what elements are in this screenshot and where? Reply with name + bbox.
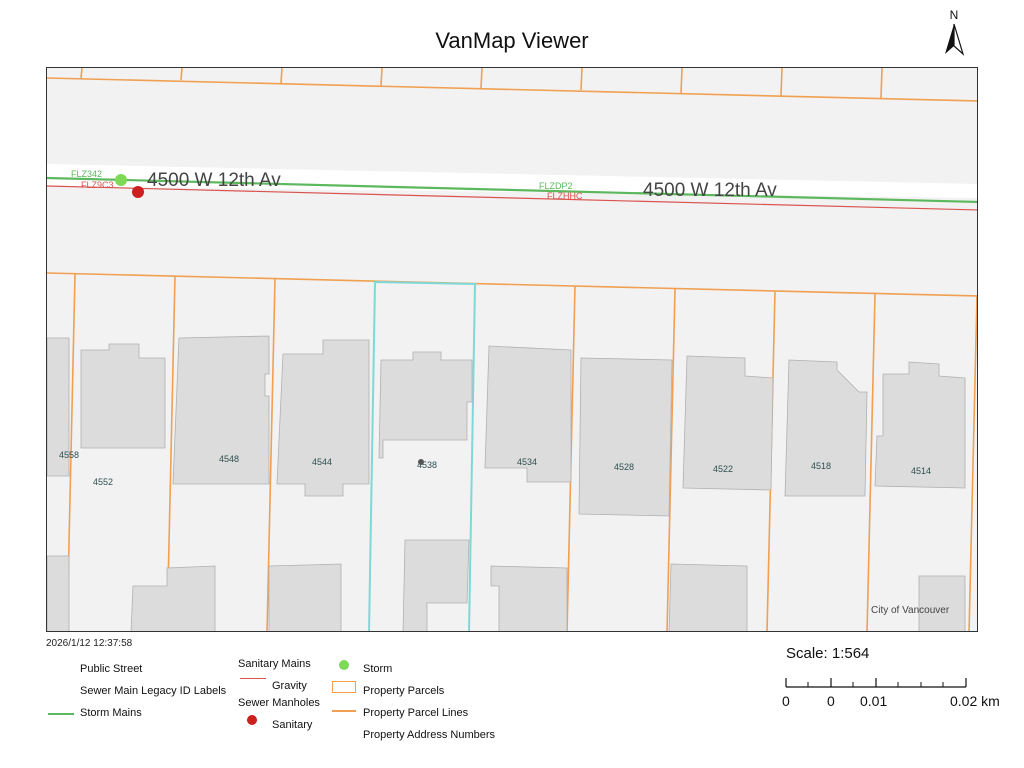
parcel-lines <box>47 272 977 631</box>
address-point-marker <box>418 459 424 465</box>
address-number: 4514 <box>911 466 931 476</box>
attribution: City of Vancouver <box>871 605 950 616</box>
property-parcels-swatch <box>332 681 356 693</box>
north-arrow: N <box>940 8 968 58</box>
legend-sanitary-mains: Sanitary Mains <box>238 658 311 670</box>
sanitary-id-mid: FLZHHC <box>547 191 583 201</box>
map-canvas[interactable]: FLZ342 FLZ9C3 FLZDP2 FLZHHC 4500 W 12th … <box>47 68 978 632</box>
north-label: N <box>949 8 959 22</box>
street-band <box>47 164 977 198</box>
legend-sanitary: Sanitary <box>272 719 313 731</box>
address-number: 4552 <box>93 477 113 487</box>
legend-storm-mains: Storm Mains <box>80 707 142 719</box>
sanitary-manhole[interactable] <box>132 186 144 198</box>
storm-id-left: FLZ342 <box>71 169 102 179</box>
map-view[interactable]: FLZ342 FLZ9C3 FLZDP2 FLZHHC 4500 W 12th … <box>46 67 978 632</box>
sanitary-id-left: FLZ9C3 <box>81 180 114 190</box>
address-number: 4558 <box>59 450 79 460</box>
scale-label: Scale: 1:564 <box>786 645 870 662</box>
address-numbers: 4558 4552 4548 4544 4538 4534 4528 4522 … <box>59 450 931 487</box>
address-number: 4518 <box>811 461 831 471</box>
buildings <box>47 335 966 631</box>
legend-property-parcel-lines: Property Parcel Lines <box>363 707 469 719</box>
scale-bar <box>785 678 967 688</box>
timestamp: 2026/1/12 12:37:58 <box>46 638 133 649</box>
address-number: 4528 <box>614 462 634 472</box>
address-number: 4544 <box>312 457 332 467</box>
legend-public-street: Public Street <box>80 663 143 675</box>
legend-gravity: Gravity <box>272 680 307 692</box>
sanitary-swatch <box>247 715 257 725</box>
north-arrow-icon <box>945 23 965 56</box>
address-number: 4534 <box>517 457 537 467</box>
property-parcel-lines-swatch <box>332 710 356 712</box>
legend-sewer-manholes: Sewer Manholes <box>238 697 320 709</box>
sanitary-main-line[interactable] <box>47 185 978 211</box>
top-parcel-lines <box>47 68 977 102</box>
address-number: 4548 <box>219 454 239 464</box>
scale-tick-label: 0.01 <box>860 693 888 709</box>
address-number: 4538 <box>417 460 437 470</box>
scale-tick-label: 0 <box>827 693 835 709</box>
scale-tick-label: 0 <box>782 693 790 709</box>
street-label-left: 4500 W 12th Av <box>147 170 281 191</box>
legend-property-address-numbers: Property Address Numbers <box>363 729 496 741</box>
legend-storm: Storm <box>363 663 393 675</box>
gravity-swatch <box>240 678 266 679</box>
scale-tick-label: 0.02 km <box>950 693 1000 709</box>
storm-main-line[interactable] <box>47 176 978 204</box>
legend-property-parcels: Property Parcels <box>363 685 445 697</box>
street-label-right: 4500 W 12th Av <box>643 180 777 201</box>
storm-mains-swatch <box>48 713 74 715</box>
storm-id-mid: FLZDP2 <box>539 181 573 191</box>
storm-swatch <box>339 660 349 670</box>
address-number: 4522 <box>713 464 733 474</box>
legend-sewer-legacy-labels: Sewer Main Legacy ID Labels <box>80 685 227 697</box>
map-title: VanMap Viewer <box>435 28 589 53</box>
selected-parcel[interactable] <box>368 280 477 632</box>
storm-manhole[interactable] <box>115 174 127 186</box>
